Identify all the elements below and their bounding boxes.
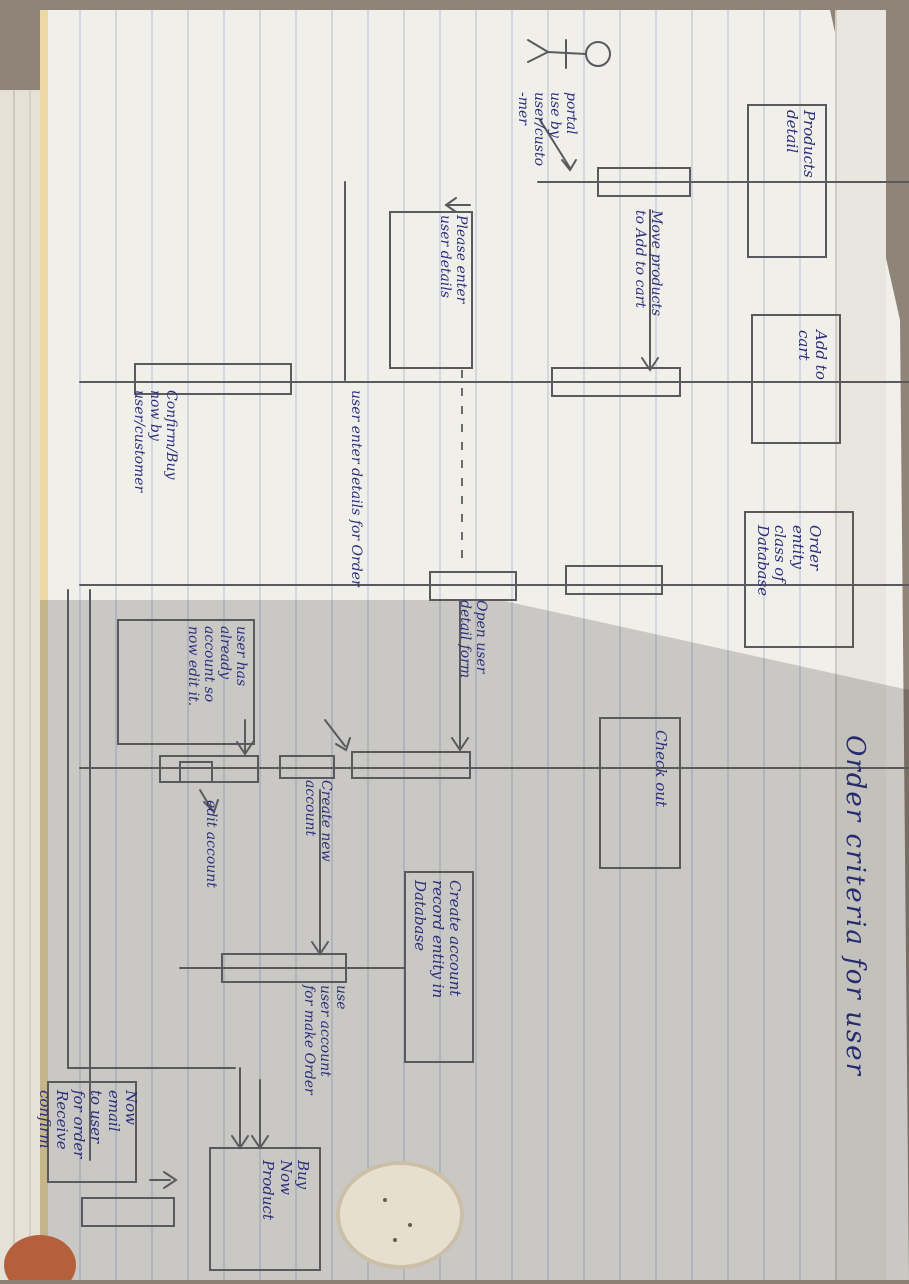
box-now-email xyxy=(47,1081,137,1183)
obj-order-entity: Order entity class of Database xyxy=(754,525,824,597)
msg-open-form: Open user detail form xyxy=(456,600,489,679)
arrowhead xyxy=(236,741,254,756)
msg-user-enter-details: user enter details for Order xyxy=(348,390,364,587)
actor-leg xyxy=(527,39,549,53)
activation-9 xyxy=(179,761,213,783)
box-products-detail xyxy=(747,104,827,258)
arrowhead xyxy=(311,941,329,956)
note-please-enter-text: Please enter user details xyxy=(436,215,469,304)
msg-confirm-buy: Confirm/Buy now by user/customer xyxy=(130,390,179,493)
activation-3 xyxy=(134,363,292,395)
paper-margin xyxy=(836,10,886,1280)
arrowhead xyxy=(335,737,351,752)
obj-create-account: Create account record entity in Database xyxy=(411,880,465,999)
arrowhead xyxy=(231,1135,249,1150)
box-create-account xyxy=(404,871,474,1063)
arrowhead xyxy=(163,1171,178,1189)
note-account-exists-text: user has already account so now edit it. xyxy=(184,626,249,707)
actor-leg xyxy=(527,51,549,63)
diagram-title: Order criteria for user xyxy=(840,735,870,1077)
activation-2 xyxy=(551,367,681,397)
arrowhead xyxy=(203,799,219,814)
msg-move-products: Move products to Add to cart xyxy=(631,210,664,317)
activation-5 xyxy=(429,571,517,601)
obj-products-detail: Products detail xyxy=(782,110,818,178)
obj-add-to-cart: Add to cart xyxy=(794,330,830,380)
activation-6 xyxy=(351,751,471,779)
box-add-to-cart xyxy=(751,314,841,444)
arrowhead xyxy=(251,1135,269,1150)
arrowhead xyxy=(451,737,469,752)
arrow-enter-details xyxy=(324,719,346,747)
obj-now-email: Now email to user for order Receive conf… xyxy=(35,1090,140,1159)
box-checkout xyxy=(599,717,681,869)
arrowhead xyxy=(444,197,457,213)
activation-4 xyxy=(565,565,663,595)
pencil-diagram xyxy=(47,39,909,1271)
activation-10 xyxy=(221,953,347,983)
box-buy-now xyxy=(209,1147,321,1271)
msg-portal: portal use by user/custo -mer xyxy=(514,92,579,166)
note-user-has-account xyxy=(117,619,255,745)
ruled-lines xyxy=(79,10,801,1280)
msg-create-account: Create new account xyxy=(301,780,334,862)
box-order-entity xyxy=(744,511,854,648)
arrow-portal xyxy=(539,119,571,169)
obj-checkout: Check out xyxy=(652,730,670,807)
activation-1 xyxy=(597,167,691,197)
spine-tabs xyxy=(40,10,48,1280)
finger-tip xyxy=(4,1235,76,1284)
eraser xyxy=(336,1161,464,1269)
arrowhead xyxy=(561,159,577,172)
msg-edit-account: edit account xyxy=(203,800,219,888)
obj-buy-now: Buy Now Product xyxy=(259,1160,313,1220)
activation-11 xyxy=(81,1197,175,1227)
arrowhead xyxy=(641,357,659,372)
activation-7 xyxy=(279,755,335,779)
note-please-enter xyxy=(389,211,473,369)
msg-use-account: use user account for make Order xyxy=(300,985,349,1095)
